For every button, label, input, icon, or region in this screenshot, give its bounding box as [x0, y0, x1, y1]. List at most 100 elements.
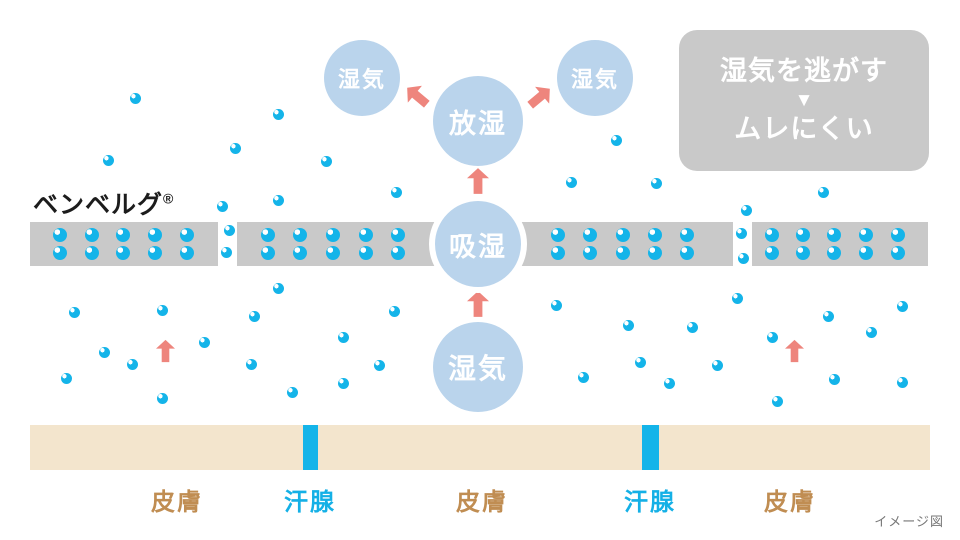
fabric-moisture-dot	[796, 246, 810, 260]
moisture-droplet	[896, 376, 908, 388]
moisture-droplet	[156, 392, 168, 404]
fabric-moisture-dot	[551, 246, 565, 260]
arrow-out-left-icon	[400, 79, 434, 113]
moisture-droplet	[388, 305, 400, 317]
moisture-droplet	[550, 299, 562, 311]
moisture-out-right-circle: 湿気	[557, 40, 633, 116]
circle-label: 吸湿	[449, 231, 507, 262]
fabric-moisture-dot	[261, 246, 275, 260]
moisture-source-circle: 湿気	[433, 322, 523, 412]
moisture-droplet	[650, 177, 662, 189]
moisture-droplet	[248, 310, 260, 322]
fabric-moisture-dot	[180, 246, 194, 260]
moisture-droplet	[896, 300, 908, 312]
moisture-droplet	[286, 386, 298, 398]
arrow-skin-left-icon	[155, 339, 175, 363]
callout-line1: 湿気を逃がす	[720, 56, 888, 87]
moisture-droplet	[711, 359, 723, 371]
moisture-droplet	[740, 204, 752, 216]
fabric-moisture-dot	[391, 246, 405, 260]
release-circle: 放湿	[433, 76, 523, 166]
moisture-droplet	[60, 372, 72, 384]
moisture-droplet	[272, 282, 284, 294]
circle-label: 湿気	[447, 353, 508, 384]
footnote: イメージ図	[874, 514, 944, 529]
moisture-droplet	[737, 252, 749, 264]
moisture-droplet	[220, 246, 232, 258]
fabric-moisture-dot	[616, 228, 630, 242]
moisture-droplet	[565, 176, 577, 188]
moisture-droplet	[126, 358, 138, 370]
moisture-droplet	[98, 346, 110, 358]
moisture-droplet	[216, 200, 228, 212]
fabric-moisture-dot	[53, 228, 67, 242]
moisture-droplet	[865, 326, 877, 338]
fabric-moisture-dot	[116, 246, 130, 260]
moisture-droplet	[622, 319, 634, 331]
moisture-droplet	[373, 359, 385, 371]
fabric-moisture-dot	[359, 228, 373, 242]
circle-label: 放湿	[449, 108, 507, 139]
fabric-moisture-dot	[583, 246, 597, 260]
moisture-droplet	[610, 134, 622, 146]
absorb-circle: 吸湿	[429, 195, 527, 293]
fabric-moisture-dot	[293, 246, 307, 260]
moisture-droplet	[577, 371, 589, 383]
moisture-droplet	[766, 331, 778, 343]
fabric-moisture-dot	[891, 246, 905, 260]
fabric-moisture-dot	[85, 228, 99, 242]
fabric-moisture-dot	[680, 228, 694, 242]
bottom-label-skin-4: 皮膚	[764, 489, 816, 516]
fabric-moisture-dot	[796, 228, 810, 242]
arrow-up-release-icon	[467, 167, 489, 195]
fabric-moisture-dot	[859, 246, 873, 260]
brand-label: ベンベルグ®	[33, 185, 174, 221]
moisture-droplet	[129, 92, 141, 104]
moisture-droplet	[390, 186, 402, 198]
fabric-moisture-dot	[616, 246, 630, 260]
moisture-droplet	[223, 224, 235, 236]
sweat-gland-1	[303, 425, 318, 470]
moisture-droplet	[156, 304, 168, 316]
moisture-droplet	[822, 310, 834, 322]
registered-mark: ®	[163, 190, 175, 207]
moisture-droplet	[272, 194, 284, 206]
moisture-droplet	[272, 108, 284, 120]
moisture-droplet	[731, 292, 743, 304]
arrow-skin-right-icon	[784, 339, 804, 363]
fabric-moisture-dot	[53, 246, 67, 260]
fabric-moisture-dot	[326, 228, 340, 242]
bottom-label-skin-0: 皮膚	[151, 489, 203, 516]
fabric-moisture-dot	[680, 246, 694, 260]
fabric-moisture-dot	[648, 246, 662, 260]
fabric-moisture-dot	[391, 228, 405, 242]
callout-line2: ムレにくい	[734, 113, 874, 144]
moisture-droplet	[771, 395, 783, 407]
fabric-moisture-dot	[648, 228, 662, 242]
fabric-moisture-dot	[827, 246, 841, 260]
moisture-droplet	[337, 377, 349, 389]
fabric-moisture-dot	[116, 228, 130, 242]
moisture-droplet	[245, 358, 257, 370]
fabric-moisture-dot	[180, 228, 194, 242]
moisture-droplet	[68, 306, 80, 318]
fabric-moisture-dot	[765, 246, 779, 260]
fabric-moisture-dot	[326, 246, 340, 260]
moisture-out-left-circle: 湿気	[324, 40, 400, 116]
fabric-moisture-dot	[293, 228, 307, 242]
moisture-droplet	[634, 356, 646, 368]
bottom-label-skin-2: 皮膚	[456, 489, 508, 516]
moisture-droplet	[663, 377, 675, 389]
fabric-moisture-dot	[261, 228, 275, 242]
circle-label: 湿気	[570, 67, 619, 92]
sweat-gland-2	[642, 425, 659, 470]
moisture-droplet	[229, 142, 241, 154]
moisture-droplet	[817, 186, 829, 198]
fabric-moisture-dot	[148, 228, 162, 242]
moisture-droplet	[686, 321, 698, 333]
moisture-droplet	[337, 331, 349, 343]
moisture-droplet	[735, 227, 747, 239]
arrow-up-absorb-icon	[467, 290, 489, 318]
callout-box: 湿気を逃がす ▼ ムレにくい	[679, 30, 929, 171]
